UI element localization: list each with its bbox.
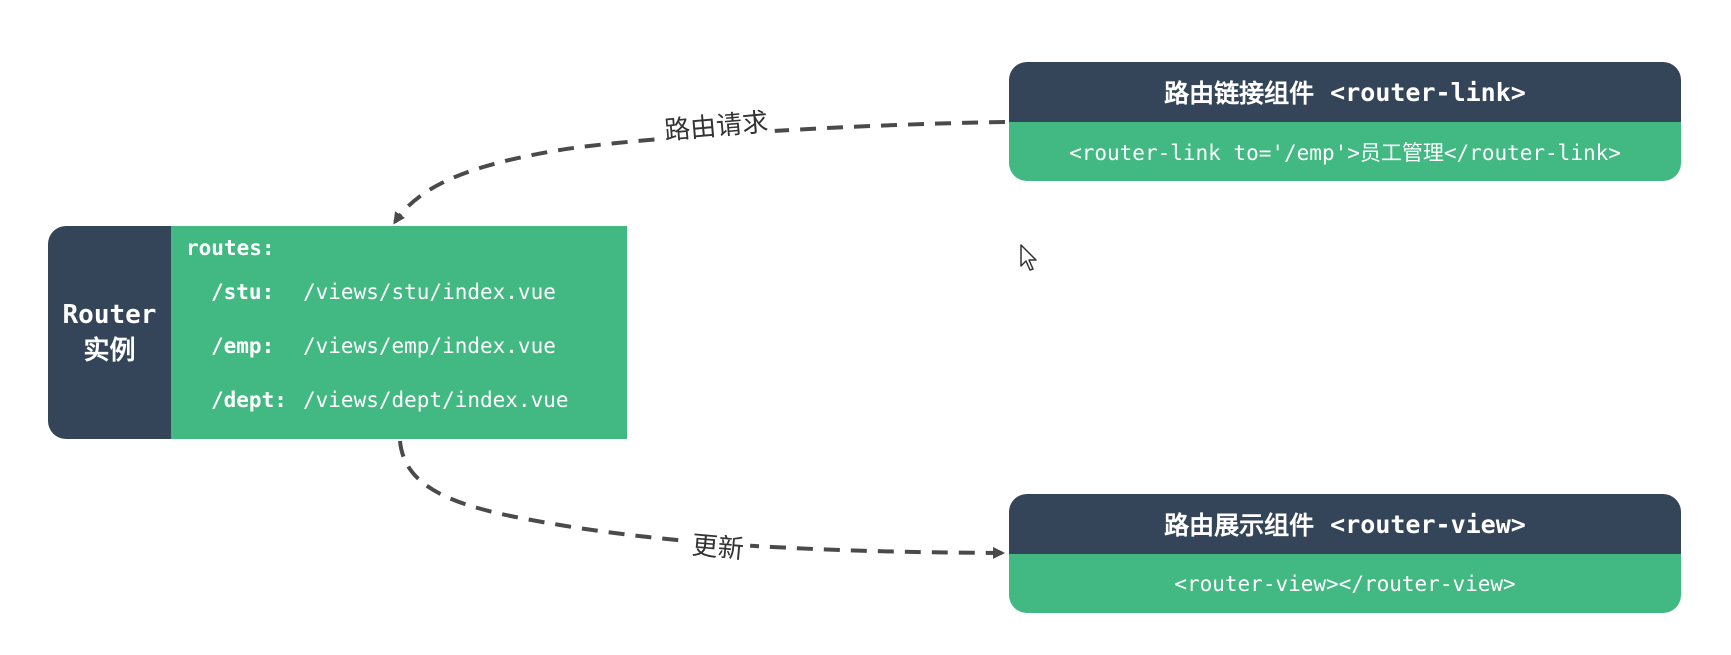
route-path: /emp:	[211, 334, 275, 358]
router-view-card-tag: <router-view>	[1330, 509, 1526, 539]
router-instance-block: Router 实例 routes: /stu: /views/stu/index…	[48, 226, 627, 439]
router-link-card-code: <router-link to='/emp'>员工管理</router-link…	[1009, 122, 1681, 181]
router-label-line1: Router	[62, 299, 157, 330]
router-view-card-header: 路由展示组件 <router-view>	[1009, 494, 1681, 554]
router-link-card-tag: <router-link>	[1330, 77, 1526, 107]
router-view-card: 路由展示组件 <router-view> <router-view></rout…	[1009, 494, 1681, 613]
mouse-pointer-icon	[1020, 244, 1037, 271]
router-instance-label: Router 实例	[48, 226, 171, 439]
router-view-card-code: <router-view></router-view>	[1009, 554, 1681, 613]
route-file: /views/dept/index.vue	[303, 388, 569, 412]
route-row-stu: /stu: /views/stu/index.vue	[186, 277, 627, 331]
router-link-card-title: 路由链接组件	[1164, 79, 1315, 108]
routes-title: routes:	[186, 236, 275, 260]
route-path: /dept:	[211, 388, 287, 412]
route-file: /views/stu/index.vue	[303, 280, 556, 304]
route-row-emp: /emp: /views/emp/index.vue	[186, 331, 627, 385]
update-label: 更新	[684, 524, 752, 567]
router-view-card-title: 路由展示组件	[1164, 511, 1315, 540]
request-label: 路由请求	[656, 101, 776, 148]
router-link-card: 路由链接组件 <router-link> <router-link to='/e…	[1009, 62, 1681, 181]
routes-config: routes: /stu: /views/stu/index.vue /emp:…	[171, 226, 627, 439]
router-link-card-header: 路由链接组件 <router-link>	[1009, 62, 1681, 122]
route-path: /stu:	[211, 280, 275, 304]
route-row-dept: /dept: /views/dept/index.vue	[186, 385, 627, 439]
router-label-line2: 实例	[83, 335, 136, 366]
route-file: /views/emp/index.vue	[303, 334, 556, 358]
